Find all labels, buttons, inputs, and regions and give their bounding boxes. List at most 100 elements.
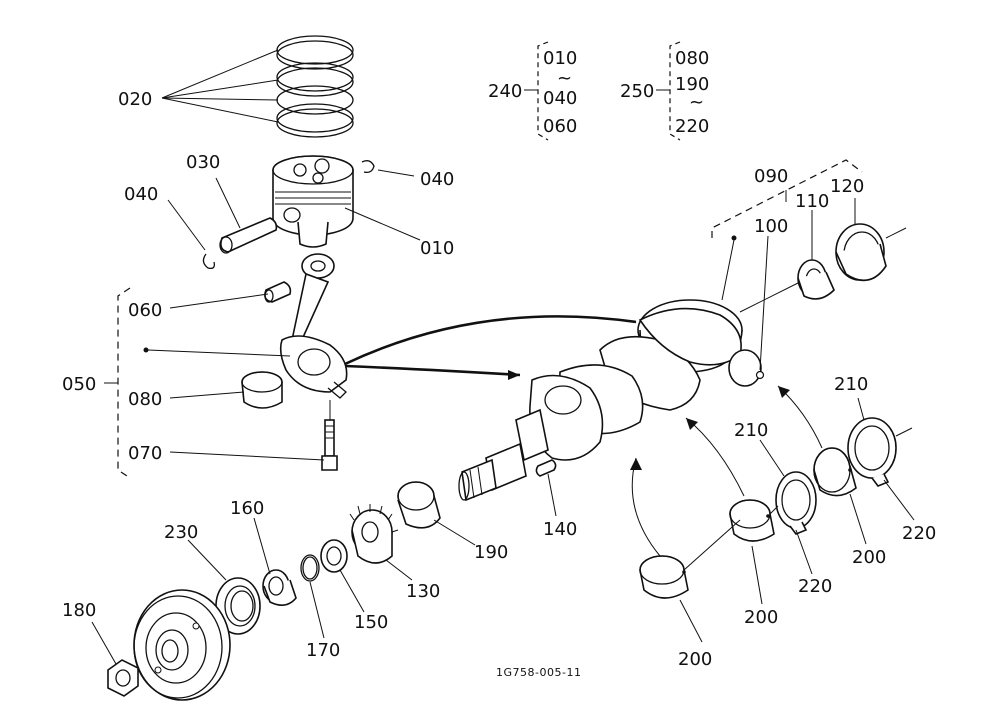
label-160: 160 [230, 498, 264, 519]
group-250-label: 250 [620, 81, 654, 102]
marker-dot-090 [731, 235, 737, 241]
label-050: 050 [62, 374, 96, 395]
crankshaft [458, 281, 801, 502]
label-080: 080 [128, 389, 162, 410]
leader-140 [547, 473, 557, 517]
label-210-left: 210 [734, 420, 768, 441]
leader-100 [759, 235, 769, 371]
label-100: 100 [754, 216, 788, 237]
leader-200b [751, 545, 763, 605]
pulley-nut [107, 659, 139, 697]
link-arrow [508, 370, 520, 380]
piston [272, 155, 354, 248]
label-140: 140 [543, 519, 577, 540]
group-250: 250 080 190 ~ 220 [620, 41, 709, 141]
crank-pulley [133, 589, 231, 701]
leader-210a [759, 439, 785, 477]
label-200-bottom: 200 [678, 649, 712, 670]
group-250-item-4: 220 [675, 116, 709, 137]
label-200-middle: 200 [744, 607, 778, 628]
o-ring-170 [300, 554, 320, 582]
woodruff-key [535, 459, 557, 477]
leader-220b [883, 479, 915, 521]
leader-190 [433, 519, 476, 546]
rod-bearing [241, 371, 283, 409]
leader-040b [377, 169, 415, 177]
label-070: 070 [128, 443, 162, 464]
group-240-item-3: 040 [543, 88, 577, 109]
rear-axis [885, 227, 907, 239]
connecting-rod [279, 253, 348, 399]
leader-210b [857, 397, 865, 421]
washer-150 [320, 539, 348, 573]
circlip-left [202, 253, 216, 270]
leader-200c [849, 493, 867, 545]
leader-200a [679, 599, 703, 643]
label-020: 020 [118, 89, 152, 110]
group-240-item-1: 010 [543, 48, 577, 69]
marker-dot-050 [143, 347, 149, 353]
rod-bolt [321, 419, 338, 471]
group-240: 240 010 ~ 040 060 [488, 41, 577, 141]
leader-230 [187, 539, 227, 581]
leader-220a [795, 529, 813, 575]
label-210-right: 210 [834, 374, 868, 395]
label-150: 150 [354, 612, 388, 633]
leader-070 [169, 451, 325, 461]
link-curve-upper [344, 315, 637, 366]
label-060: 060 [128, 300, 162, 321]
circlip-right [361, 160, 375, 174]
leader-180 [91, 621, 117, 665]
leader-160 [253, 517, 271, 575]
label-110: 110 [795, 191, 829, 212]
assembly-arrowhead-1 [630, 458, 642, 470]
thrust-axis [895, 427, 913, 437]
main-bearing-200b [729, 499, 775, 542]
label-030: 030 [186, 152, 220, 173]
leader-170 [309, 581, 325, 639]
label-120: 120 [830, 176, 864, 197]
assembly-arrowhead-2 [686, 418, 698, 430]
crank-gear [349, 504, 399, 564]
rear-seal-120 [835, 223, 887, 282]
label-200-right: 200 [852, 547, 886, 568]
group-240-item-4: 060 [543, 116, 577, 137]
group-240-label: 240 [488, 81, 522, 102]
piston-rings [276, 35, 354, 138]
rear-bearing-110 [797, 259, 835, 300]
piston-pin [219, 217, 278, 254]
bracket-090 [711, 159, 863, 238]
label-040-left: 040 [124, 184, 158, 205]
front-bearing-190 [397, 481, 441, 529]
bearing-axis-1 [683, 519, 741, 571]
drawing-code: 1G758-005-11 [496, 666, 581, 679]
group-250-item-1: 080 [675, 48, 709, 69]
leader-060 [169, 293, 269, 309]
small-end-bushing [264, 281, 292, 303]
main-bearing-200c [813, 447, 857, 497]
assembly-arrow-1 [631, 457, 661, 557]
group-250-item-2: 190 [675, 74, 709, 95]
label-230: 230 [164, 522, 198, 543]
assembly-arrowhead-3 [778, 386, 790, 398]
label-170: 170 [306, 640, 340, 661]
leader-090-dot [721, 239, 735, 301]
leader-030 [215, 177, 241, 229]
label-040-right: 040 [420, 169, 454, 190]
group-250-item-3: ~ [689, 92, 704, 113]
label-010: 010 [420, 238, 454, 259]
collar-160 [262, 569, 297, 606]
leader-040a [167, 199, 206, 251]
group-240-item-2: ~ [557, 68, 572, 89]
main-bearing-200a [639, 555, 689, 599]
label-180: 180 [62, 600, 96, 621]
label-190: 190 [474, 542, 508, 563]
thrust-washer-210b [847, 417, 897, 487]
label-090: 090 [754, 166, 788, 187]
label-220-left: 220 [798, 576, 832, 597]
bearing-axis-2 [769, 505, 779, 515]
leader-150 [339, 569, 365, 613]
thrust-washer-210a [775, 471, 817, 535]
label-130: 130 [406, 581, 440, 602]
